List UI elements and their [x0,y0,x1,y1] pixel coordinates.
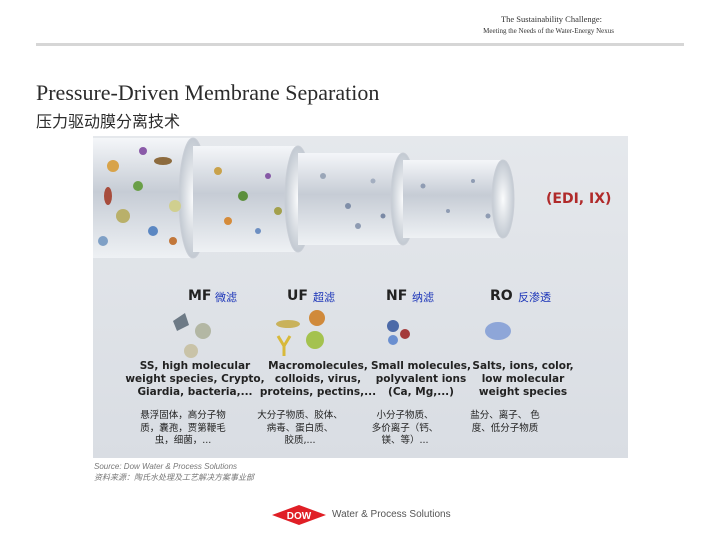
process-mf-chinese: 微滤 [215,291,237,304]
process-nf-code: NF [386,288,408,304]
mf-particles [98,147,181,246]
membrane-spectrum-figure: (EDI, IX) MF 微滤 UF 超滤 NF 纳滤 RO 反渗透 SS, h… [93,136,628,458]
edi-ix-label: (EDI, IX) [546,191,612,207]
slide-title: Pressure-Driven Membrane Separation [36,80,380,105]
header-divider [36,43,684,46]
logo-tagline: Water & Process Solutions [332,509,451,520]
uf-species-en: Macromolecules,colloids, virus,proteins,… [259,360,377,398]
source-citation: Source: Dow Water & Process Solutions [94,462,238,471]
source-citation-chinese: 资料来源：陶氏水处理及工艺解决方案事业部 [94,473,254,482]
process-nf-chinese: 纳滤 [412,291,434,304]
process-uf-code: UF [287,288,308,304]
process-uf-chinese: 超滤 [313,291,335,304]
nf-particles [320,173,386,229]
header-series-subtitle: Meeting the Needs of the Water-Energy Ne… [483,27,614,35]
mf-species-zh: 悬浮固体，高分子物质，囊孢，贾第鞭毛虫，细菌，... [140,410,226,446]
process-ro-code: RO [490,288,513,304]
dow-diamond-logo: DOW [272,505,326,525]
membrane-tubes-illustration [93,137,515,358]
ro-example-particles [485,322,511,340]
nf-species-zh: 小分子物质、多价离子（钙、镁、等）... [371,410,439,446]
process-ro-chinese: 反渗透 [518,291,551,304]
nf-example-particles [387,320,410,345]
nf-species-en: Small molecules,polyvalent ions(Ca, Mg,.… [371,360,471,398]
uf-example-particles [276,310,325,356]
nf-tube-body [298,153,403,245]
ro-species-zh: 盐分、离子、 色度、低分子物质 [470,410,540,434]
svg-text:DOW: DOW [287,511,312,522]
process-mf-code: MF [188,288,212,304]
ro-membrane-disc [491,159,515,239]
ro-particles [420,179,491,219]
uf-species-zh: 大分子物质、胶体、病毒、蛋白质、胶质,... [257,410,343,446]
ro-tube-body [403,160,503,238]
slide-title-chinese: 压力驱动膜分离技术 [36,112,181,131]
header-series-title: The Sustainability Challenge: [500,14,602,24]
uf-particles [214,167,282,234]
mf-example-particles [173,313,211,358]
